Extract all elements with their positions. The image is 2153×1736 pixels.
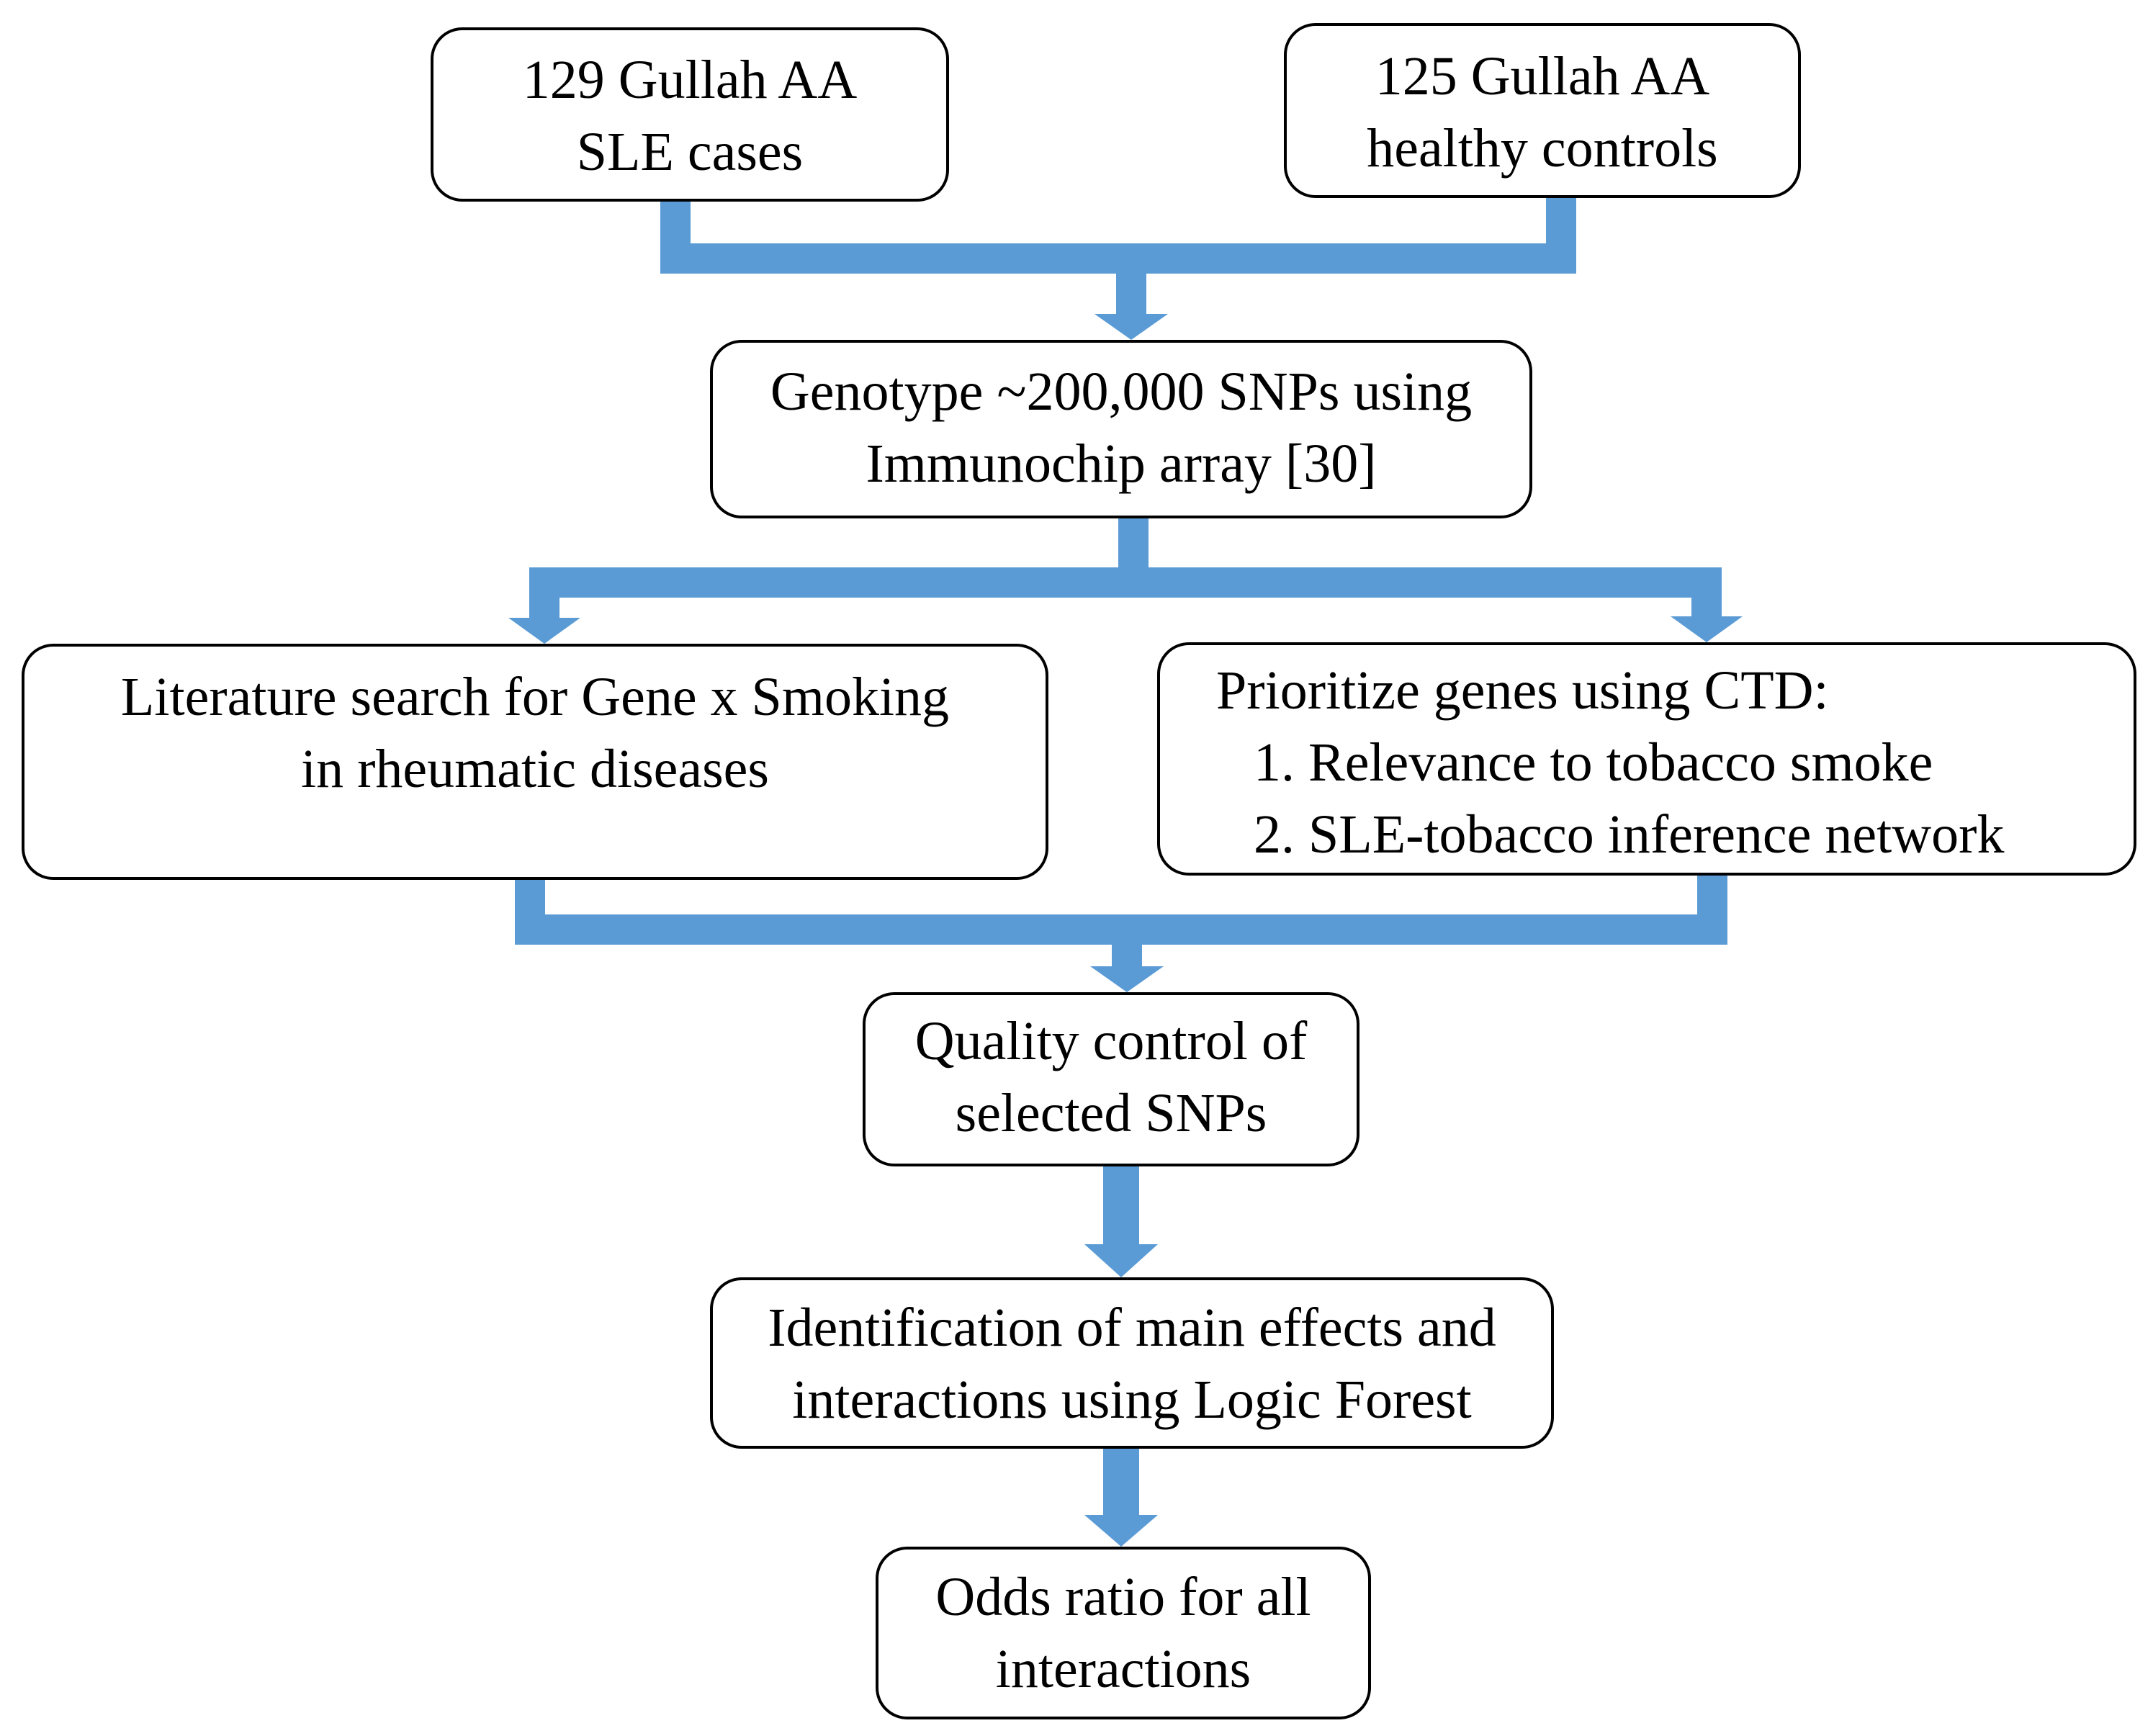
box-genotype-line-2: Immunochip array [30]	[866, 433, 1377, 494]
connector-quality-stem	[1112, 945, 1142, 966]
arrowhead-to-genotype	[1095, 314, 1168, 340]
connector-quality-down	[1103, 1166, 1139, 1244]
connector-split-bar	[529, 567, 1722, 598]
box-prioritize-genes-item-2: 2. SLE-tobacco inference network	[1254, 804, 2005, 865]
connector-bottom-merge-bar	[515, 914, 1727, 945]
box-prioritize-genes-item-1: 1. Relevance to tobacco smoke	[1254, 732, 1933, 793]
box-genotype-line-1: Genotype ~200,000 SNPs using	[770, 361, 1473, 422]
box-odds-ratio: Odds ratio for all interactions	[876, 1547, 1371, 1719]
connector-genotype-down	[1118, 518, 1149, 567]
box-literature-search-line-2: in rheumatic diseases	[300, 739, 769, 799]
arrowhead-to-quality	[1090, 966, 1164, 992]
connector-literature-stem	[529, 567, 559, 618]
box-genotype: Genotype ~200,000 SNPs using Immunochip …	[710, 340, 1532, 518]
box-prioritize-genes-heading: Prioritize genes using CTD:	[1216, 660, 1829, 721]
box-literature-search-line-1: Literature search for Gene x Smoking	[120, 667, 950, 727]
box-healthy-controls: 125 Gullah AA healthy controls	[1284, 23, 1801, 198]
box-sle-cases-line-2: SLE cases	[576, 122, 804, 182]
connector-genotype-stem	[1116, 274, 1146, 314]
box-literature-search: Literature search for Gene x Smoking in …	[22, 644, 1048, 880]
box-identification-line-1: Identification of main effects and	[768, 1297, 1496, 1358]
box-prioritize-genes: Prioritize genes using CTD: 1. Relevance…	[1157, 642, 2136, 876]
box-quality-control-line-1: Quality control of	[914, 1011, 1308, 1071]
box-sle-cases: 129 Gullah AA SLE cases	[431, 27, 949, 202]
box-healthy-controls-line-2: healthy controls	[1367, 118, 1718, 179]
arrowhead-to-identification	[1084, 1244, 1158, 1277]
connector-prioritize-stem	[1691, 567, 1722, 616]
box-odds-ratio-line-2: interactions	[995, 1639, 1251, 1699]
connector-identification-down	[1103, 1449, 1139, 1515]
box-healthy-controls-line-1: 125 Gullah AA	[1375, 46, 1710, 107]
box-sle-cases-line-1: 129 Gullah AA	[522, 50, 858, 110]
arrowhead-to-odds	[1084, 1515, 1158, 1547]
box-identification: Identification of main effects and inter…	[710, 1277, 1554, 1449]
connector-top-merge-bar	[660, 243, 1576, 274]
box-quality-control: Quality control of selected SNPs	[863, 992, 1359, 1166]
box-quality-control-line-2: selected SNPs	[955, 1083, 1267, 1143]
arrowhead-to-prioritize	[1671, 616, 1743, 642]
box-identification-line-2: interactions using Logic Forest	[792, 1370, 1472, 1430]
arrowhead-to-literature	[508, 618, 580, 644]
box-odds-ratio-line-1: Odds ratio for all	[935, 1567, 1311, 1627]
